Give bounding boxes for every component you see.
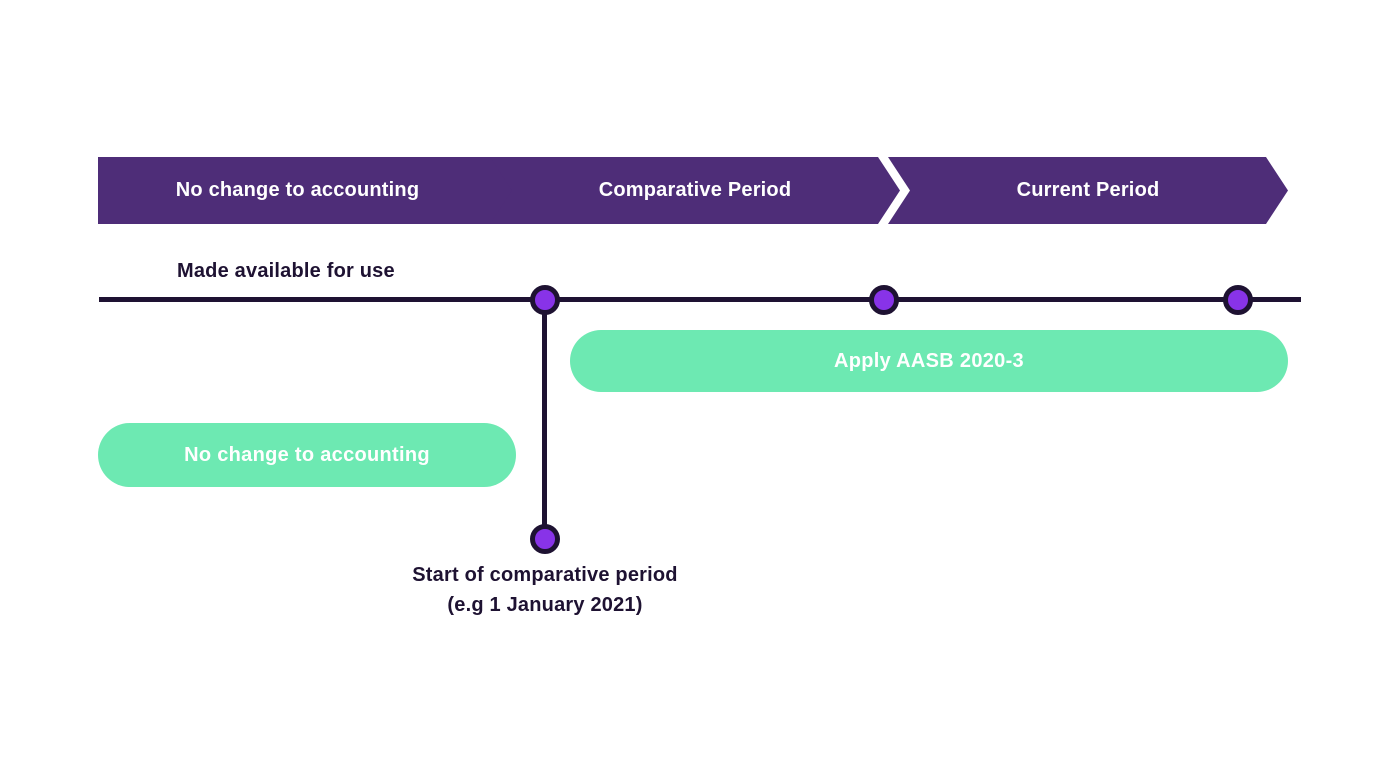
no-change-pill: No change to accounting xyxy=(98,423,516,487)
comparative-start-connector xyxy=(542,300,547,539)
period-end-dot-icon xyxy=(1223,285,1253,315)
timeline-axis xyxy=(99,297,1301,302)
banner-comparative-label: Comparative Period xyxy=(598,179,792,201)
apply-aasb-pill: Apply AASB 2020-3 xyxy=(570,330,1288,392)
made-available-dot-icon xyxy=(530,285,560,315)
made-available-label: Made available for use xyxy=(177,260,395,282)
apply-aasb-pill-label: Apply AASB 2020-3 xyxy=(834,349,1024,372)
comparative-start-caption-line1: Start of comparative period xyxy=(412,564,678,586)
banner-comparative-period: Comparative Period xyxy=(490,157,900,224)
comparative-start-dot-icon xyxy=(530,524,560,554)
banner-no-change-label: No change to accounting xyxy=(175,179,420,201)
banner-current-period: Current Period xyxy=(888,157,1288,224)
banner-current-label: Current Period xyxy=(1016,179,1160,201)
banner-no-change-to-accounting: No change to accounting xyxy=(98,157,519,224)
no-change-pill-label: No change to accounting xyxy=(184,443,430,466)
period-boundary-dot-icon xyxy=(869,285,899,315)
comparative-start-caption: Start of comparative period (e.g 1 Janua… xyxy=(345,560,745,620)
comparative-start-caption-line2: (e.g 1 January 2021) xyxy=(447,594,643,616)
